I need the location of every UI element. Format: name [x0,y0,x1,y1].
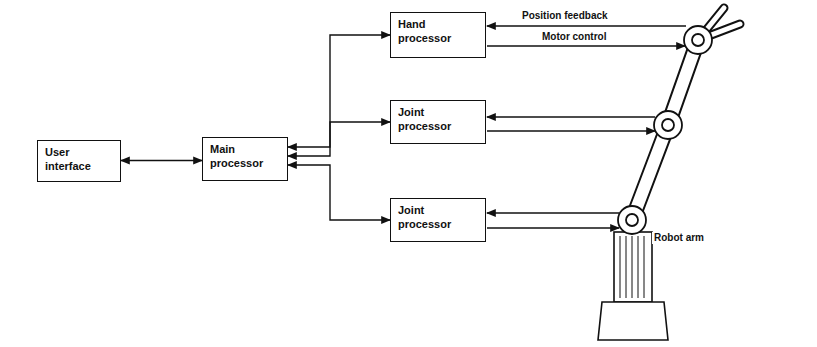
interface-box: User interface [37,140,121,182]
box-label: Main processor [210,143,280,171]
box-label: Hand processor [398,18,478,46]
processor-box: Joint processor [390,198,486,242]
signal-label: Position feedback [520,10,610,22]
signal-wires [487,26,686,228]
processor-box: Main processor [202,137,288,181]
base-stripe [632,236,633,298]
box-label: Joint processor [398,106,478,134]
part-label: Robot arm [652,232,706,244]
connector-arrow [288,165,390,220]
base-stripe [620,236,621,298]
connector-arrow [288,35,390,147]
connector-arrow [288,122,390,156]
base-stripe [626,236,627,298]
box-label: User interface [45,146,113,174]
robot-joints [618,26,712,234]
signal-label: Motor control [540,31,608,43]
processor-box: Joint processor [390,100,486,144]
robot-base [598,232,668,340]
processor-box: Hand processor [390,12,486,58]
connector-arrow [121,160,202,161]
box-label: Joint processor [398,204,478,232]
robot-links [632,8,740,220]
base-stripe [638,236,639,298]
base-stripe [644,236,645,298]
